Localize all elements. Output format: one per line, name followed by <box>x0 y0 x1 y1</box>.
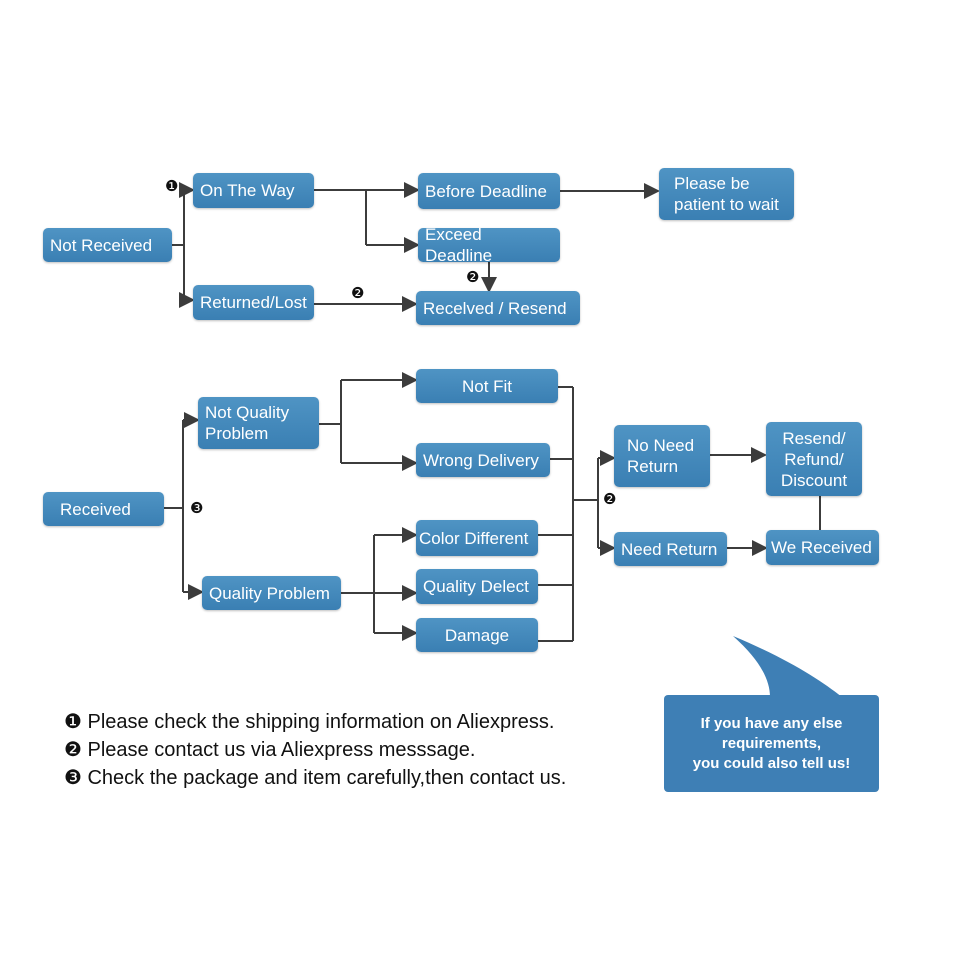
marker-2-top-center: ❷ <box>466 269 480 286</box>
exceed-deadline-node: Exceed Deadline <box>418 225 560 265</box>
contact-bubble: If you have any else requirements, you c… <box>664 695 879 792</box>
resend-refund-discount-node: Resend/ Refund/ Discount <box>766 422 862 496</box>
we-received-node: We Received <box>766 530 879 565</box>
footnote-3: ❸ Check the package and item carefully,t… <box>64 767 567 789</box>
please-be-patient-node: Please be patient to wait <box>659 168 794 220</box>
not-received-node: Not Received <box>43 228 172 262</box>
bubble-line-2: requirements, <box>721 734 822 752</box>
before-deadline-node: Before Deadline <box>418 173 560 209</box>
color-different-node: Color Different <box>416 520 538 556</box>
not-quality-problem-node: Not Quality Problem <box>198 397 319 449</box>
marker-3: ❸ <box>190 500 204 517</box>
marker-1: ❶ <box>165 178 179 195</box>
need-return-node: Need Return <box>614 532 727 566</box>
returned-lost-node: Returned/Lost <box>193 285 314 320</box>
received-resend-node: Recelved / Resend <box>416 291 580 325</box>
not-fit-node: Not Fit <box>416 369 558 403</box>
marker-2-top-left: ❷ <box>351 285 365 302</box>
on-the-way-node: On The Way <box>193 173 314 208</box>
footnote-2: ❷ Please contact us via Aliexpress messs… <box>64 739 476 761</box>
footnote-1: ❶ Please check the shipping information … <box>64 711 555 733</box>
quality-delect-node: Quality Delect <box>416 569 538 604</box>
damage-node: Damage <box>416 618 538 652</box>
received-node: Received <box>43 492 164 526</box>
footnotes: ❶ Please check the shipping information … <box>64 708 566 792</box>
quality-problem-node: Quality Problem <box>202 576 341 610</box>
marker-2-bottom: ❷ <box>603 491 617 508</box>
no-need-return-node: No Need Return <box>614 425 710 487</box>
bubble-line-1: If you have any else <box>700 714 843 732</box>
wrong-delivery-node: Wrong Delivery <box>416 443 550 477</box>
bubble-line-3: you could also tell us! <box>692 754 851 772</box>
